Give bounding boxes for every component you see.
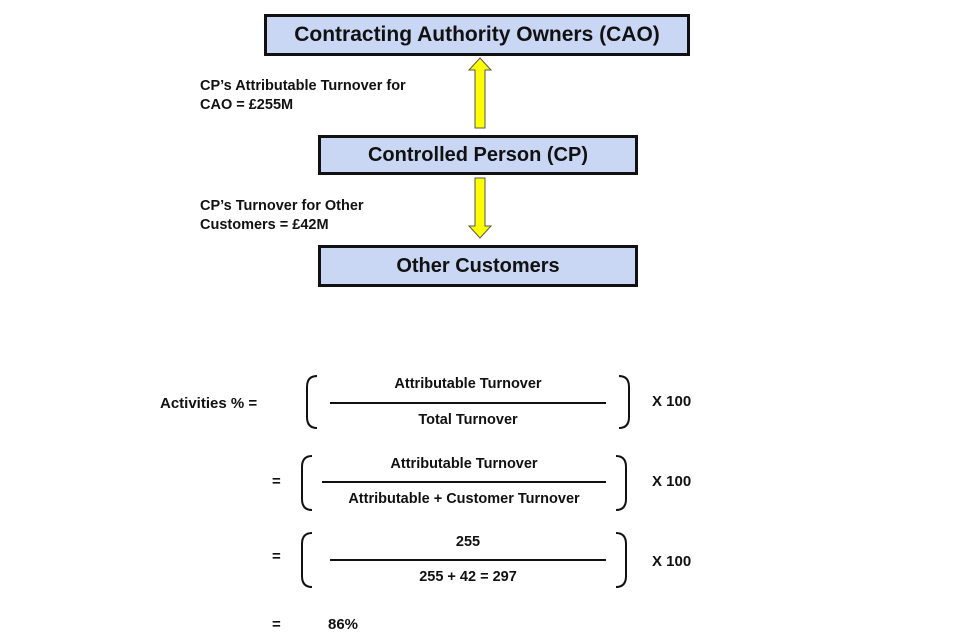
row2-times-100: X 100 <box>652 473 692 490</box>
right-bracket-icon <box>615 532 627 588</box>
left-bracket-icon <box>306 375 318 429</box>
row2-numerator: Attributable Turnover <box>390 456 538 472</box>
other-customers-box-label: Other Customers <box>396 254 560 277</box>
row3-denominator: 255 + 42 = 297 <box>419 569 517 585</box>
row3-equals: = <box>272 548 281 565</box>
other-turnover-label-line1: CP’s Turnover for Other <box>200 198 364 214</box>
attributable-turnover-label: CP’s Attributable Turnover for CAO = £25… <box>200 77 406 115</box>
row3-numerator: 255 <box>455 534 481 550</box>
row3-fraction-line <box>330 559 606 561</box>
left-bracket-icon <box>301 455 313 511</box>
row2-denominator: Attributable + Customer Turnover <box>348 491 580 507</box>
row1-denominator: Total Turnover <box>418 412 518 428</box>
right-bracket-icon <box>618 375 630 429</box>
result-equals: = <box>272 616 281 633</box>
activities-percent-lhs: Activities % = <box>160 395 258 412</box>
down-arrow-icon <box>467 177 493 239</box>
cp-box-label: Controlled Person (CP) <box>367 143 588 166</box>
row1-times-100: X 100 <box>652 393 692 410</box>
row1-numerator: Attributable Turnover <box>394 376 542 392</box>
attributable-turnover-label-line1: CP’s Attributable Turnover for <box>200 78 406 94</box>
attributable-turnover-label-line2: CAO = £255M <box>200 97 294 113</box>
left-bracket-icon <box>301 532 313 588</box>
cao-box: Contracting Authority Owners (CAO) <box>264 14 690 56</box>
row1-fraction-line <box>330 402 606 404</box>
right-bracket-icon <box>615 455 627 511</box>
other-customers-box: Other Customers <box>318 245 638 287</box>
other-turnover-label: CP’s Turnover for Other Customers = £42M <box>200 197 364 235</box>
row3-times-100: X 100 <box>652 553 692 570</box>
cp-box: Controlled Person (CP) <box>318 135 638 175</box>
other-turnover-label-line2: Customers = £42M <box>200 217 329 233</box>
row2-equals: = <box>272 473 281 490</box>
row2-fraction-line <box>322 481 606 483</box>
result-value: 86% <box>328 616 359 633</box>
cao-box-label: Contracting Authority Owners (CAO) <box>294 23 660 46</box>
up-arrow-icon <box>467 57 493 129</box>
